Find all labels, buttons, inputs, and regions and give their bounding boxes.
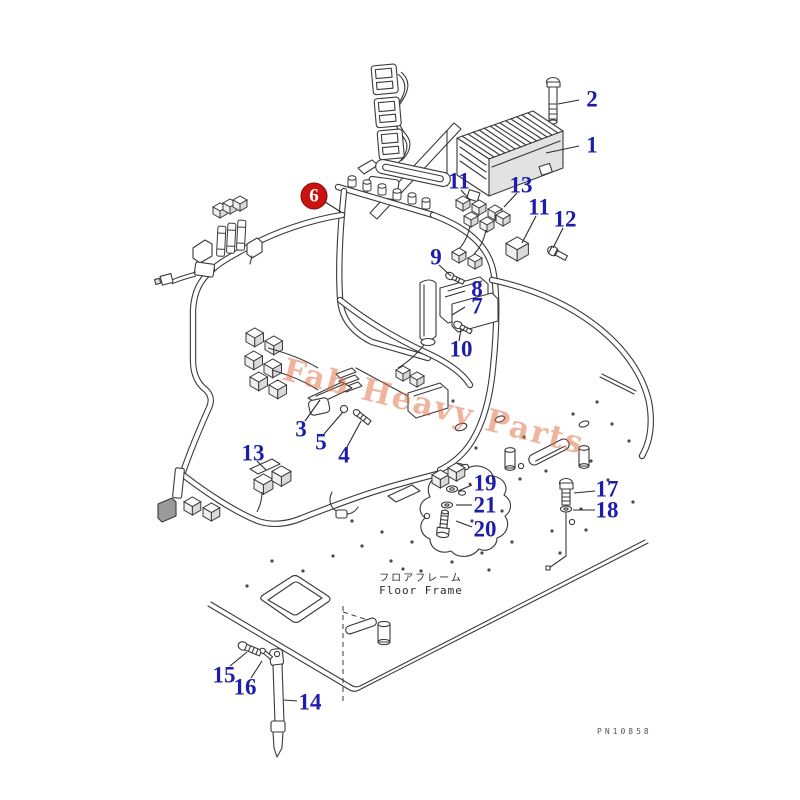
relay-centre (336, 368, 448, 418)
bolt-5 (340, 405, 347, 412)
leader-lines (230, 100, 595, 701)
bolt-12 (546, 244, 568, 262)
relay-cluster-left (155, 195, 248, 285)
floor-frame-label-en: Floor Frame (379, 584, 463, 597)
connectors-13-lower (250, 459, 292, 512)
pin (378, 621, 390, 644)
rod-14 (269, 648, 285, 757)
connector-11b (505, 236, 530, 262)
bolt-17-washer-18 (546, 479, 588, 571)
connectors-bottom-right (330, 462, 466, 518)
bracket-3 (308, 382, 372, 425)
bolt-15-screw-16 (237, 640, 273, 659)
pin (505, 448, 515, 471)
bolt-2 (547, 78, 561, 125)
controller-grille (462, 113, 558, 157)
floor-frame-label-jp: フロアフレーム (379, 573, 463, 584)
floor-frame-plate (208, 374, 648, 702)
connectors-bottom-left (158, 468, 221, 522)
pin (579, 446, 589, 469)
screw-4 (352, 408, 371, 425)
connector-rail (374, 158, 451, 187)
controller-1 (457, 111, 563, 202)
screw-9 (444, 271, 465, 286)
drawing-number: PN10858 (597, 727, 652, 736)
wire-harness-6 (155, 175, 651, 524)
plate-dots (245, 387, 635, 588)
detail-cloud-19-20-21 (420, 463, 510, 556)
screw-10 (452, 320, 473, 335)
connector-cluster-left (244, 327, 318, 400)
relay-assembly-7-8 (395, 271, 498, 388)
connector-chain (358, 64, 452, 200)
connector-cluster-top (451, 195, 511, 270)
floor-frame-label: フロアフレーム Floor Frame (379, 569, 463, 597)
